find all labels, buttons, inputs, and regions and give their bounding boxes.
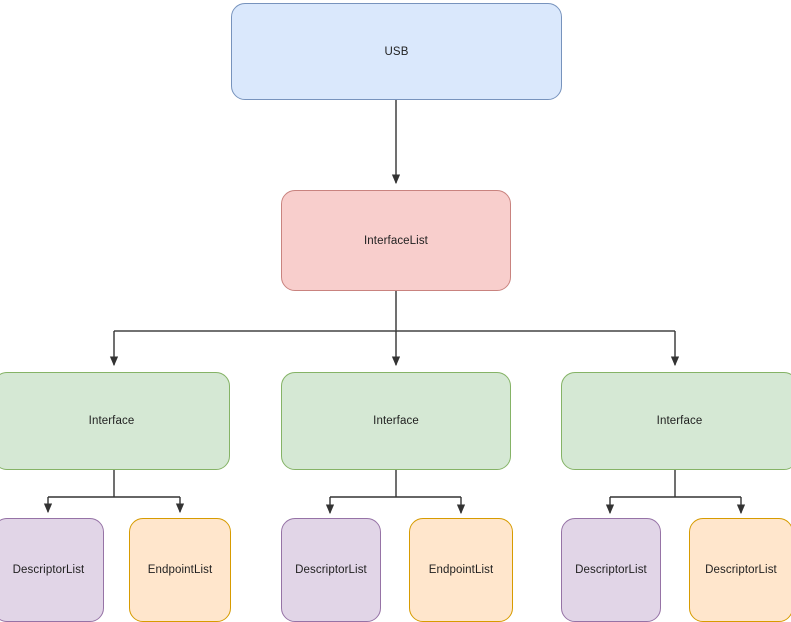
node-descriptor-list-3[interactable]: DescriptorList: [561, 518, 661, 622]
node-interface-1[interactable]: Interface: [0, 372, 230, 470]
node-interface-list-label: InterfaceList: [364, 234, 428, 247]
node-usb[interactable]: USB: [231, 3, 562, 100]
edge-interface-1-to-leaves: [43, 470, 185, 514]
node-descriptor-list-2[interactable]: DescriptorList: [281, 518, 381, 622]
edge-interface-2-to-leaves: [325, 470, 466, 515]
node-interface-3-label: Interface: [656, 415, 703, 427]
node-endpoint-list-2-label: EndpointList: [428, 564, 494, 576]
node-interface-2-label: Interface: [373, 415, 419, 427]
edge-interfacelist-to-interfaces: [109, 291, 680, 367]
node-descriptor-list-1-label: DescriptorList: [12, 564, 85, 576]
edge-interface-3-to-leaves: [605, 470, 746, 515]
node-descriptor-list-3-label: DescriptorList: [575, 564, 647, 576]
node-endpoint-list-1-label: EndpointList: [147, 564, 213, 576]
node-interface-2[interactable]: Interface: [281, 372, 511, 470]
node-interface-3[interactable]: Interface: [561, 372, 791, 470]
node-endpoint-list-2[interactable]: EndpointList: [409, 518, 513, 622]
node-endpoint-list-1[interactable]: EndpointList: [129, 518, 231, 622]
node-descriptor-list-4[interactable]: DescriptorList: [689, 518, 791, 622]
node-descriptor-list-1[interactable]: DescriptorList: [0, 518, 104, 622]
node-interface-list[interactable]: InterfaceList: [281, 190, 511, 291]
node-usb-label: USB: [384, 45, 409, 58]
node-descriptor-list-4-label: DescriptorList: [705, 564, 777, 576]
node-interface-1-label: Interface: [88, 415, 135, 427]
node-descriptor-list-2-label: DescriptorList: [295, 564, 367, 576]
